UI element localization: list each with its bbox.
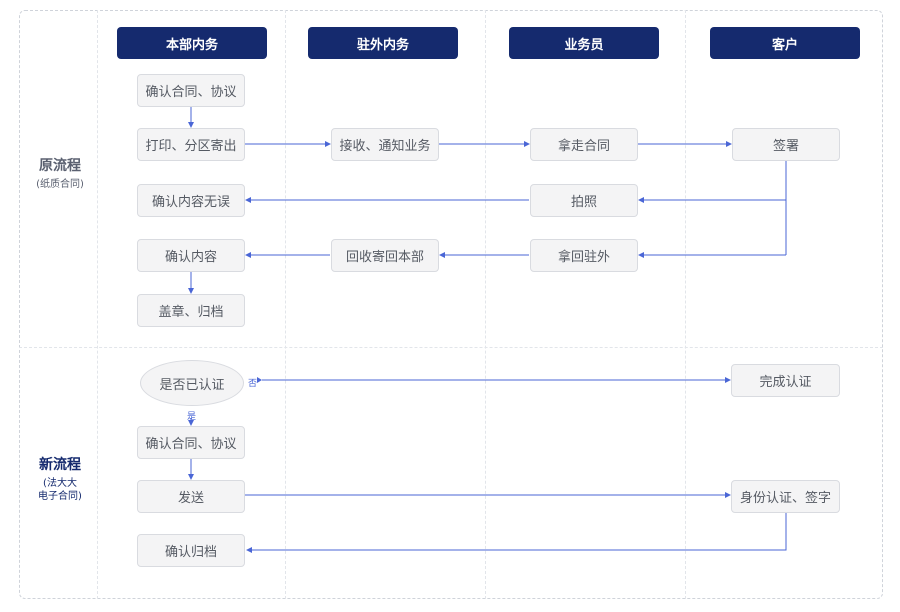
edge-sign-to-archive [246, 513, 787, 553]
row-subtitle-old: (纸质合同) [36, 179, 84, 190]
lane-divider [685, 10, 686, 599]
node-receive-notify: 接收、通知业务 [331, 128, 439, 161]
node-photo: 拍照 [530, 184, 638, 217]
lane-header-hq: 本部内务 [117, 27, 267, 59]
row-divider [19, 347, 883, 348]
node-verified-decision: 是否已认证 [140, 360, 244, 406]
node-confirm-contract-old: 确认合同、协议 [137, 74, 245, 107]
node-id-cert-sign: 身份认证、签字 [731, 480, 840, 513]
node-confirm-archive: 确认归档 [137, 534, 245, 567]
node-return-hq: 回收寄回本部 [331, 239, 439, 272]
row-title-new: 新流程 [39, 457, 81, 473]
node-sign: 签署 [732, 128, 840, 161]
row-label-old: 原流程 (纸质合同) [20, 155, 100, 191]
node-complete-cert: 完成认证 [731, 364, 840, 397]
edge-label-no: 否 [248, 379, 258, 389]
diagram-frame [19, 10, 883, 599]
node-confirm-content: 确认内容 [137, 239, 245, 272]
edge-label-yes: 是 [187, 412, 197, 422]
lane-header-salesperson: 业务员 [509, 27, 659, 59]
row-subtitle-new-1: (法大大 [43, 478, 77, 489]
node-bring-back: 拿回驻外 [530, 239, 638, 272]
node-take-contract: 拿走合同 [530, 128, 638, 161]
lane-divider [485, 10, 486, 599]
row-subtitle-new-2: 电子合同) [38, 491, 82, 502]
node-stamp-archive: 盖章、归档 [137, 294, 245, 327]
lane-divider [285, 10, 286, 599]
lane-header-branch: 驻外内务 [308, 27, 458, 59]
node-confirm-no-error: 确认内容无误 [137, 184, 245, 217]
lane-divider [97, 10, 98, 599]
row-label-new: 新流程 (法大大 电子合同) [20, 454, 100, 503]
row-title-old: 原流程 [39, 158, 81, 174]
lane-header-customer: 客户 [710, 27, 860, 59]
node-confirm-contract-new: 确认合同、协议 [137, 426, 245, 459]
node-print-send: 打印、分区寄出 [137, 128, 245, 161]
node-send: 发送 [137, 480, 245, 513]
